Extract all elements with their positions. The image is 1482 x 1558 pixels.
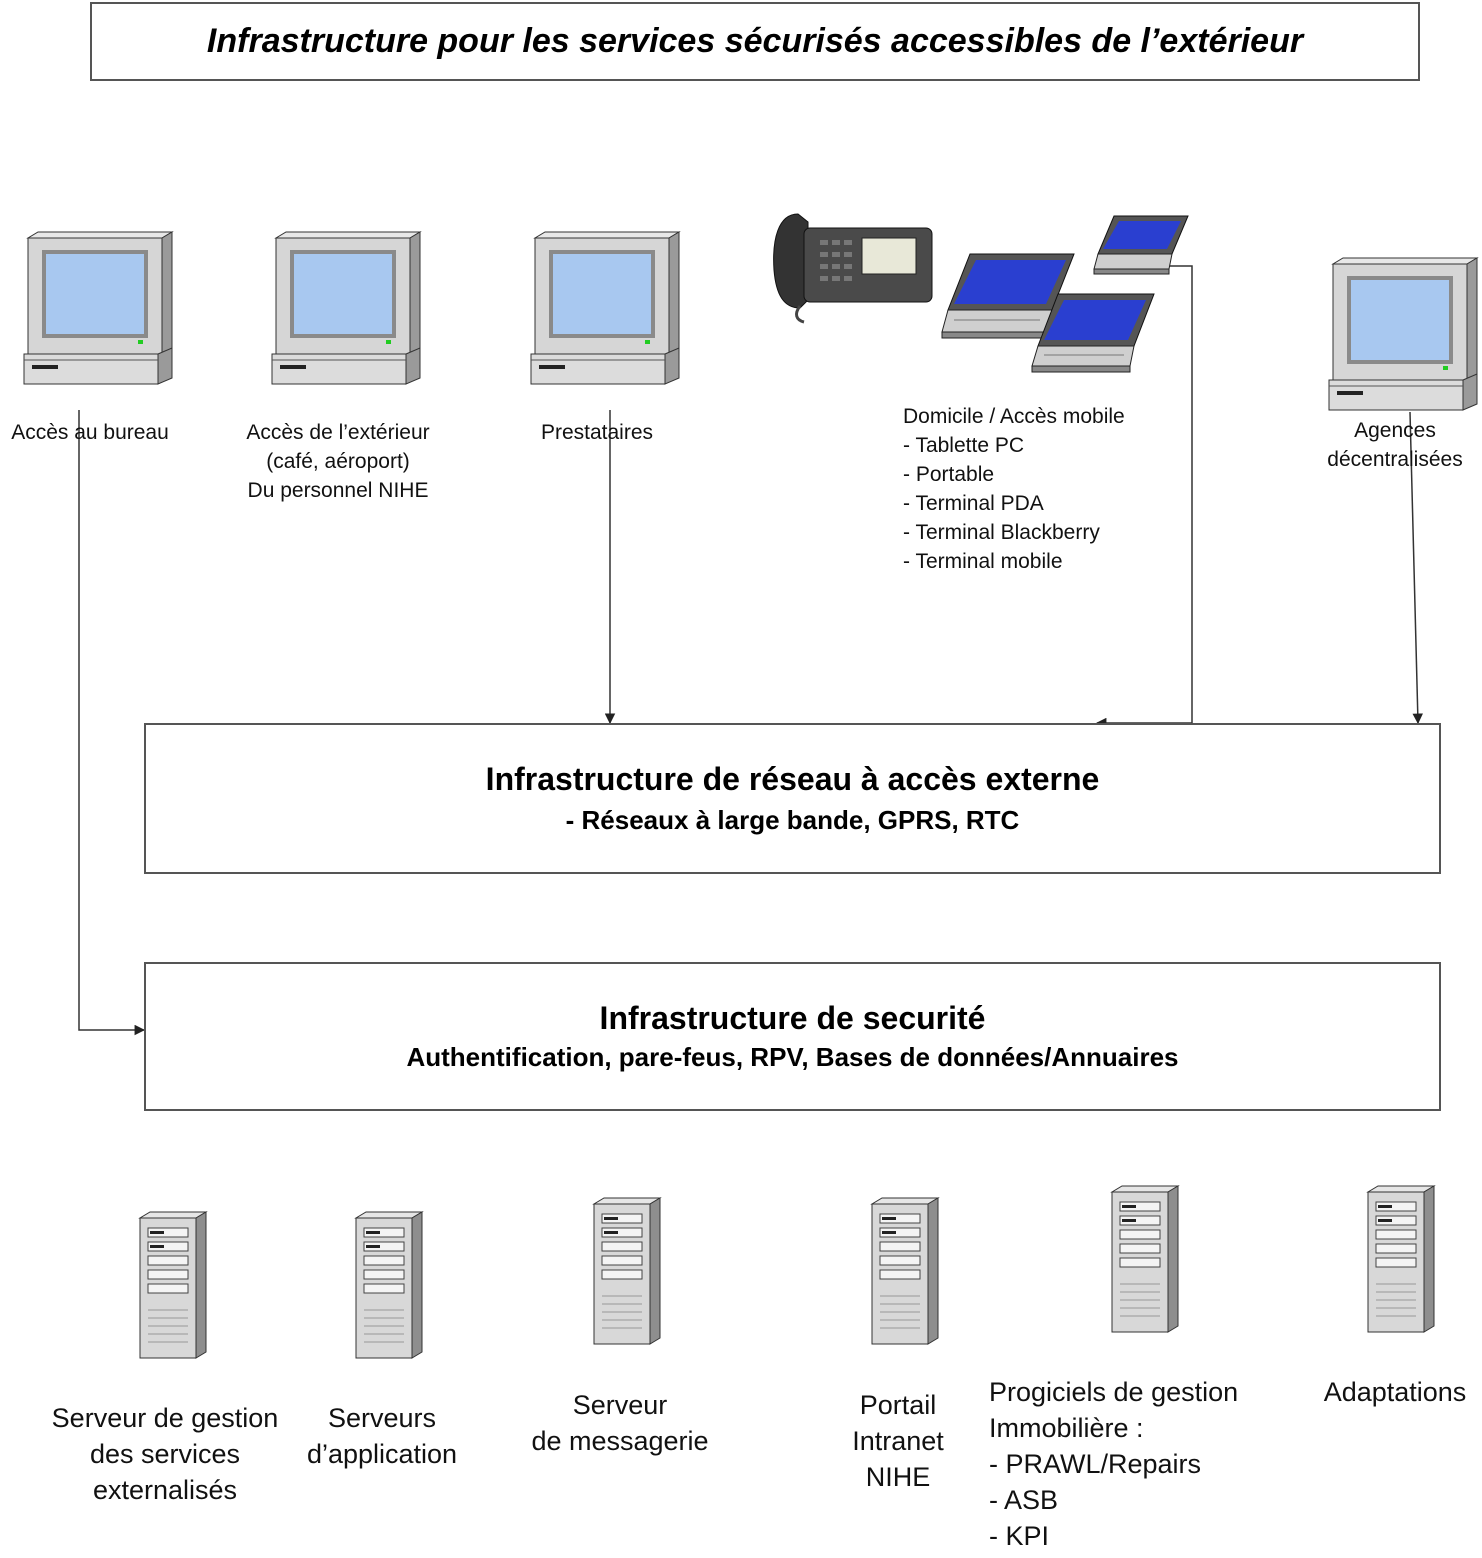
server-tower-icon (870, 1197, 940, 1345)
label-line: externalisés (92, 1475, 238, 1505)
label-line: décentralisées (1327, 448, 1463, 471)
label-line: Immobilière : (989, 1413, 1144, 1443)
security-infrastructure-box: Infrastructure de securité Authentificat… (144, 962, 1441, 1111)
server-tower-icon (592, 1197, 662, 1345)
desktop-computer-icon (1328, 257, 1479, 411)
ip-phone-icon (773, 213, 933, 324)
label-line: Progiciels de gestion (989, 1377, 1239, 1407)
label-line: Serveur (572, 1390, 668, 1420)
label-line: - Terminal Blackberry (903, 521, 1100, 544)
label-adaptations: Adaptations (1323, 1377, 1467, 1407)
security-box-title: Infrastructure de securité (599, 1000, 986, 1036)
label-agences: Agences décentralisées (1310, 416, 1480, 474)
network-box-subtitle: - Réseaux à large bande, GPRS, RTC (565, 805, 1020, 835)
label-line: Serveurs (327, 1403, 437, 1433)
label-line: - PRAWL/Repairs (989, 1449, 1202, 1479)
label-line: des services (89, 1439, 241, 1469)
desktop-computer-icon (271, 231, 422, 385)
label-line: - Tablette PC (903, 434, 1025, 457)
label-line: - ASB (989, 1485, 1059, 1515)
label-prestataires: Prestataires (540, 421, 654, 444)
label-portail-intranet: Portail Intranet NIHE (838, 1387, 958, 1495)
label-serveur-gestion: Serveur de gestion des services external… (30, 1400, 300, 1508)
label-line: Accès de l’extérieur (246, 421, 430, 444)
label-progiciels: Progiciels de gestion Immobilière : - PR… (989, 1374, 1238, 1554)
title-box: Infrastructure pour les services sécuris… (90, 2, 1420, 81)
label-line: de messagerie (531, 1426, 709, 1456)
label-mobile-access: Domicile / Accès mobile - Tablette PC - … (903, 402, 1125, 576)
desktop-computer-icon (530, 231, 681, 385)
laptop-icon (1093, 215, 1189, 275)
label-line: - Terminal mobile (903, 550, 1063, 573)
label-serveur-messagerie: Serveur de messagerie (510, 1387, 730, 1459)
label-line: - KPI (989, 1521, 1050, 1551)
label-line: Intranet (852, 1426, 944, 1456)
network-box-title: Infrastructure de réseau à accès externe (485, 761, 1100, 797)
server-tower-icon (1366, 1185, 1436, 1333)
label-line: - Portable (903, 463, 995, 486)
label-line: NIHE (865, 1462, 931, 1492)
security-box-subtitle: Authentification, pare-feus, RPV, Bases … (406, 1042, 1179, 1072)
connector-bureau-to-security (78, 410, 146, 1036)
server-tower-icon (354, 1211, 424, 1359)
server-tower-icon (138, 1211, 208, 1359)
connector-agences-to-network (1409, 411, 1424, 725)
label-line: (café, aéroport) (266, 450, 410, 473)
desktop-computer-icon (23, 231, 174, 385)
server-tower-icon (1110, 1185, 1180, 1333)
diagram-title: Infrastructure pour les services sécuris… (206, 22, 1304, 60)
laptop-icon (941, 253, 1075, 339)
label-serveurs-application: Serveurs d’application (290, 1400, 474, 1472)
label-line: Du personnel NIHE (247, 479, 429, 502)
label-acces-exterieur: Accès de l’extérieur (café, aéroport) Du… (218, 418, 458, 505)
label-line: Domicile / Accès mobile (903, 405, 1125, 428)
label-line: Serveur de gestion (51, 1403, 279, 1433)
network-infrastructure-box: Infrastructure de réseau à accès externe… (144, 723, 1441, 874)
label-line: d’application (306, 1439, 458, 1469)
label-line: Agences (1354, 419, 1436, 442)
label-line: - Terminal PDA (903, 492, 1044, 515)
label-acces-bureau: Accès au bureau (11, 421, 169, 444)
laptop-icon (1031, 293, 1155, 373)
label-line: Portail (859, 1390, 937, 1420)
